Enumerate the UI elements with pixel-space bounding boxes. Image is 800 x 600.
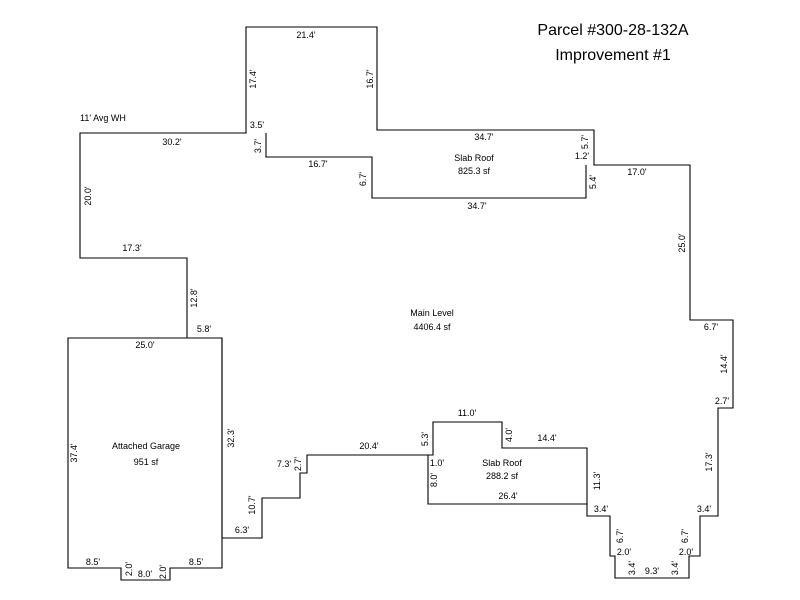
dimension-label: 26.4': [498, 491, 518, 501]
dimension-label: 6.7': [704, 322, 719, 332]
dimension-label: 3.4': [670, 561, 680, 576]
dimension-label: 1.0': [430, 458, 445, 468]
area-slab-roof-lower-name: Slab Roof: [482, 458, 522, 468]
dimension-label: 11.0': [458, 408, 477, 418]
dimension-label: 8.0': [429, 473, 439, 488]
dimension-label: 8.5': [86, 557, 101, 567]
dimension-label: 3.4': [697, 504, 712, 514]
improvement-title: Improvement #1: [555, 47, 671, 64]
dimension-label: 25.0': [677, 233, 687, 253]
dimension-label: 1.2': [575, 151, 590, 161]
dimension-label: 34.7': [474, 132, 494, 142]
dimension-label: 2.0': [679, 547, 694, 557]
dimension-label: 21.4': [296, 30, 316, 40]
area-garage-size: 951 sf: [134, 457, 159, 467]
area-garage-name: Attached Garage: [112, 441, 180, 451]
dimension-label: 17.3': [122, 243, 142, 253]
dimension-label: 17.0': [627, 167, 647, 177]
dimension-label: 12.8': [189, 288, 199, 308]
dimension-label: 8.0': [138, 569, 153, 579]
dimension-label: 32.3': [226, 428, 236, 448]
area-main-level-name: Main Level: [410, 308, 454, 318]
dimension-label: 5.4': [588, 175, 598, 190]
dimension-labels: 21.4' 3.5' 34.7' 1.2' 30.2' 16.7' 17.0' …: [69, 30, 729, 579]
area-slab-roof-upper-name: Slab Roof: [454, 153, 494, 163]
dimension-label: 7.3': [277, 459, 292, 469]
dimension-label: 30.2': [162, 137, 182, 147]
dimension-label: 4.0': [504, 428, 514, 443]
parcel-title: Parcel #300-28-132A: [537, 22, 689, 39]
outline-slab-roof-upper: [265, 133, 587, 199]
area-slab-roof-lower-size: 288.2 sf: [486, 471, 519, 481]
dimension-label: 2.7': [715, 396, 730, 406]
dimension-label: 6.7': [615, 529, 625, 544]
dimension-label: 17.3': [704, 452, 714, 472]
area-slab-roof-upper-size: 825.3 sf: [458, 166, 491, 176]
dimension-label: 6.7': [358, 172, 368, 187]
dimension-label: 17.4': [248, 69, 258, 89]
dimension-label: 3.4': [594, 504, 609, 514]
dimension-label: 11.3': [592, 471, 602, 490]
dimension-label: 37.4': [69, 443, 79, 463]
dimension-label: 6.3': [235, 525, 250, 535]
dimension-label: 3.5': [250, 120, 265, 130]
dimension-label: 3.7': [253, 139, 263, 154]
wall-height-note: 11' Avg WH: [80, 113, 126, 123]
dimension-label: 8.5': [189, 557, 204, 567]
dimension-label: 16.7': [365, 69, 375, 89]
dimension-label: 14.4': [719, 354, 729, 374]
dimension-label: 20.0': [83, 186, 93, 206]
outline-slab-roof-lower: [427, 455, 587, 505]
dimension-label: 5.8': [197, 324, 212, 334]
dimension-label: 5.7': [580, 135, 590, 150]
dimension-label: 2.0': [617, 547, 632, 557]
dimension-label: 16.7': [308, 159, 328, 169]
dimension-label: 5.3': [420, 432, 430, 447]
dimension-label: 34.7': [467, 201, 487, 211]
dimension-label: 3.4': [627, 561, 637, 576]
dimension-label: 25.0': [135, 340, 155, 350]
dimension-label: 2.7': [293, 457, 303, 472]
area-main-level-size: 4406.4 sf: [413, 322, 451, 332]
dimension-label: 14.4': [537, 433, 557, 443]
dimension-label: 6.7': [680, 529, 690, 544]
dimension-label: 9.3': [645, 566, 660, 576]
dimension-label: 2.0': [158, 565, 168, 580]
outline-main-level: [79, 26, 734, 579]
dimension-label: 2.0': [124, 562, 134, 577]
dimension-label: 20.4': [359, 441, 379, 451]
outline-attached-garage: [67, 337, 223, 581]
dimension-label: 10.7': [247, 495, 257, 515]
